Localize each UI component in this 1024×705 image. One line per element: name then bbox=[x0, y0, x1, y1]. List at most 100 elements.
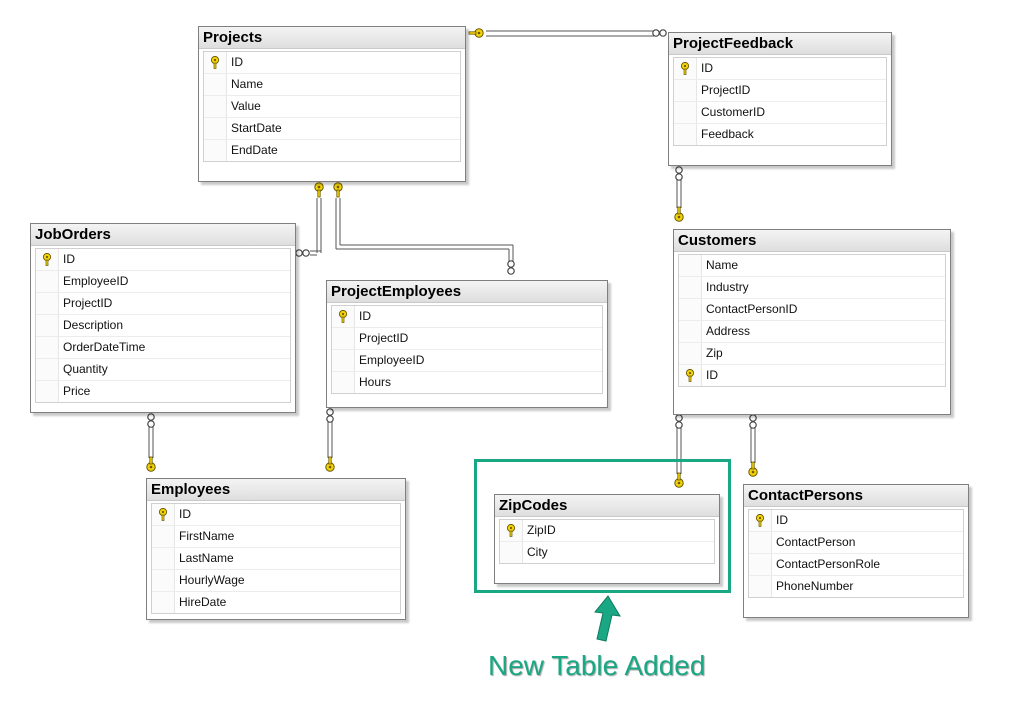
column-name: ID bbox=[63, 252, 75, 266]
column-list: ID EmployeeID ProjectID Description Orde… bbox=[35, 248, 291, 403]
column-name: Price bbox=[63, 384, 91, 398]
column-name: ZipID bbox=[527, 523, 556, 537]
column-row[interactable]: Description bbox=[36, 315, 290, 337]
column-row[interactable]: HireDate bbox=[152, 592, 400, 613]
column-row[interactable]: CustomerID bbox=[674, 102, 886, 124]
rel-projects-projectfeedback bbox=[468, 28, 667, 38]
column-name: ID bbox=[701, 61, 713, 75]
column-row[interactable]: Industry bbox=[679, 277, 945, 299]
column-name: LastName bbox=[179, 551, 234, 565]
table-joborders[interactable]: JobOrders ID EmployeeID ProjectID Descri… bbox=[30, 223, 296, 413]
column-row[interactable]: City bbox=[500, 542, 714, 563]
column-row[interactable]: OrderDateTime bbox=[36, 337, 290, 359]
arrow-up-icon bbox=[594, 595, 621, 642]
column-list: ID ProjectID CustomerID Feedback bbox=[673, 57, 887, 146]
table-contactpersons[interactable]: ContactPersons ID ContactPerson ContactP… bbox=[743, 484, 969, 618]
column-name: City bbox=[527, 545, 548, 559]
column-row[interactable]: StartDate bbox=[204, 118, 460, 140]
column-row[interactable]: EndDate bbox=[204, 140, 460, 161]
column-row[interactable]: Price bbox=[36, 381, 290, 402]
column-name: Value bbox=[231, 99, 261, 113]
column-name: ID bbox=[776, 513, 788, 527]
column-name: Name bbox=[706, 258, 739, 272]
column-name: EmployeeID bbox=[63, 274, 129, 288]
column-row[interactable]: ContactPerson bbox=[749, 532, 963, 554]
table-customers[interactable]: Customers Name Industry ContactPersonID … bbox=[673, 229, 951, 415]
column-name: CustomerID bbox=[701, 105, 766, 119]
column-row[interactable]: ContactPersonRole bbox=[749, 554, 963, 576]
column-row[interactable]: FirstName bbox=[152, 526, 400, 548]
column-row[interactable]: ID bbox=[749, 510, 963, 532]
column-row[interactable]: ProjectID bbox=[674, 80, 886, 102]
column-row[interactable]: ID bbox=[36, 249, 290, 271]
column-name: FirstName bbox=[179, 529, 235, 543]
primary-key-icon bbox=[506, 524, 516, 537]
column-name: PhoneNumber bbox=[776, 579, 854, 593]
column-row[interactable]: Hours bbox=[332, 372, 602, 393]
table-title: Projects bbox=[199, 27, 465, 49]
column-row[interactable]: Name bbox=[204, 74, 460, 96]
column-row[interactable]: Name bbox=[679, 255, 945, 277]
column-row[interactable]: Address bbox=[679, 321, 945, 343]
column-row[interactable]: ID bbox=[674, 58, 886, 80]
column-name: Address bbox=[706, 324, 751, 338]
column-name: ContactPerson bbox=[776, 535, 856, 549]
column-row[interactable]: ContactPersonID bbox=[679, 299, 945, 321]
primary-key-icon bbox=[42, 253, 52, 266]
column-row[interactable]: ZipID bbox=[500, 520, 714, 542]
rel-projects-projectemployees bbox=[333, 182, 515, 275]
primary-key-icon bbox=[685, 369, 695, 382]
column-name: ProjectID bbox=[359, 331, 409, 345]
table-projectemployees[interactable]: ProjectEmployees ID ProjectID EmployeeID… bbox=[326, 280, 608, 408]
column-name: EndDate bbox=[231, 143, 278, 157]
table-zipcodes[interactable]: ZipCodes ZipID City bbox=[494, 494, 720, 584]
table-projects[interactable]: Projects ID Name Value StartDate EndDate bbox=[198, 26, 466, 182]
column-row[interactable]: PhoneNumber bbox=[749, 576, 963, 597]
table-title: Employees bbox=[147, 479, 405, 501]
table-title: Customers bbox=[674, 230, 950, 252]
table-title: ProjectFeedback bbox=[669, 33, 891, 55]
table-employees[interactable]: Employees ID FirstName LastName HourlyWa… bbox=[146, 478, 406, 620]
primary-key-icon bbox=[338, 310, 348, 323]
column-name: StartDate bbox=[231, 121, 282, 135]
primary-key-icon bbox=[210, 56, 220, 69]
column-list: ZipID City bbox=[499, 519, 715, 564]
column-row[interactable]: EmployeeID bbox=[36, 271, 290, 293]
column-row[interactable]: Quantity bbox=[36, 359, 290, 381]
column-row[interactable]: Value bbox=[204, 96, 460, 118]
rel-projectfeedback-customers bbox=[674, 166, 684, 222]
column-name: ProjectID bbox=[63, 296, 113, 310]
column-name: ID bbox=[179, 507, 191, 521]
column-name: Description bbox=[63, 318, 124, 332]
column-row[interactable]: EmployeeID bbox=[332, 350, 602, 372]
column-row[interactable]: Zip bbox=[679, 343, 945, 365]
table-title: ContactPersons bbox=[744, 485, 968, 507]
column-list: ID FirstName LastName HourlyWage HireDat… bbox=[151, 503, 401, 614]
table-projectfeedback[interactable]: ProjectFeedback ID ProjectID CustomerID … bbox=[668, 32, 892, 166]
column-name: Industry bbox=[706, 280, 749, 294]
primary-key-icon bbox=[755, 514, 765, 527]
table-title: ProjectEmployees bbox=[327, 281, 607, 303]
column-name: HireDate bbox=[179, 595, 227, 609]
column-name: ID bbox=[359, 309, 371, 323]
column-row[interactable]: ID bbox=[152, 504, 400, 526]
column-row[interactable]: ID bbox=[204, 52, 460, 74]
rel-joborders-employees bbox=[146, 413, 156, 472]
column-row[interactable]: ID bbox=[679, 365, 945, 386]
column-name: OrderDateTime bbox=[63, 340, 146, 354]
table-title: JobOrders bbox=[31, 224, 295, 246]
column-list: Name Industry ContactPersonID Address Zi… bbox=[678, 254, 946, 387]
column-row[interactable]: HourlyWage bbox=[152, 570, 400, 592]
column-row[interactable]: ID bbox=[332, 306, 602, 328]
column-name: HourlyWage bbox=[179, 573, 245, 587]
column-name: ContactPersonID bbox=[706, 302, 798, 316]
primary-key-icon bbox=[158, 508, 168, 521]
column-row[interactable]: ProjectID bbox=[36, 293, 290, 315]
column-row[interactable]: LastName bbox=[152, 548, 400, 570]
column-name: ID bbox=[706, 368, 718, 382]
column-row[interactable]: Feedback bbox=[674, 124, 886, 145]
column-name: ID bbox=[231, 55, 243, 69]
new-table-highlight-box bbox=[474, 459, 731, 593]
column-name: Quantity bbox=[63, 362, 108, 376]
column-row[interactable]: ProjectID bbox=[332, 328, 602, 350]
